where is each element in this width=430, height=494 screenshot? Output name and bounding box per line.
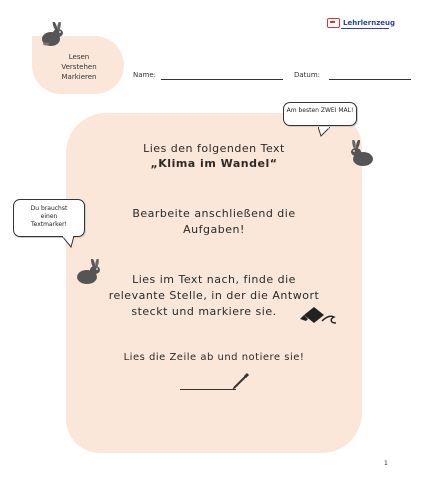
card-title: „Klima im Wandel“ [150,157,278,170]
logo-icon [327,18,340,28]
bubble-tail-left [62,236,74,248]
corner-label: Lesen Verstehen Markieren [44,52,114,82]
rabbit-icon [351,140,373,166]
card-line-7: steckt und markiere sie. [131,305,277,318]
card-line-5: Lies im Text nach, finde die [132,273,296,286]
name-label: Name: [133,71,157,79]
card-line-1: Lies den folgenden Text [143,142,285,155]
rabbit-icon [42,22,63,46]
date-label: Datum: [294,71,321,79]
name-field[interactable] [161,79,283,80]
corner-line-3: Markieren [61,73,97,81]
date-field[interactable] [329,79,411,80]
speech-bubble-left-text: Du brauchst einen Textmarker! [30,205,68,228]
instruction-card [66,113,362,453]
corner-shape [32,36,124,94]
card-line-4: Aufgaben! [183,223,245,236]
page-number: 1 [384,460,388,467]
card-line-8: Lies die Zeile ab und notiere sie! [123,352,305,363]
pen-icon [232,372,250,390]
corner-line-2: Verstehen [61,63,97,71]
answer-line[interactable] [180,389,236,390]
speech-bubble-left: Du brauchst einen Textmarker! [13,199,85,237]
bubble-tail-right [318,127,330,137]
speech-bubble-right-text: Am besten ZWEI MAL! [286,107,354,114]
highlighter-icon [300,307,337,324]
corner-line-1: Lesen [68,53,90,61]
rabbit-icon [77,259,100,284]
brand-logo: Lehrlernzeug [327,18,395,28]
brand-name: Lehrlernzeug [343,19,396,27]
brand-underline [341,28,389,29]
speech-bubble-right: Am besten ZWEI MAL! [283,102,357,126]
card-line-3: Bearbeite anschließend die [132,207,296,220]
card-line-6: relevante Stelle, in der die Antwort [108,289,320,302]
